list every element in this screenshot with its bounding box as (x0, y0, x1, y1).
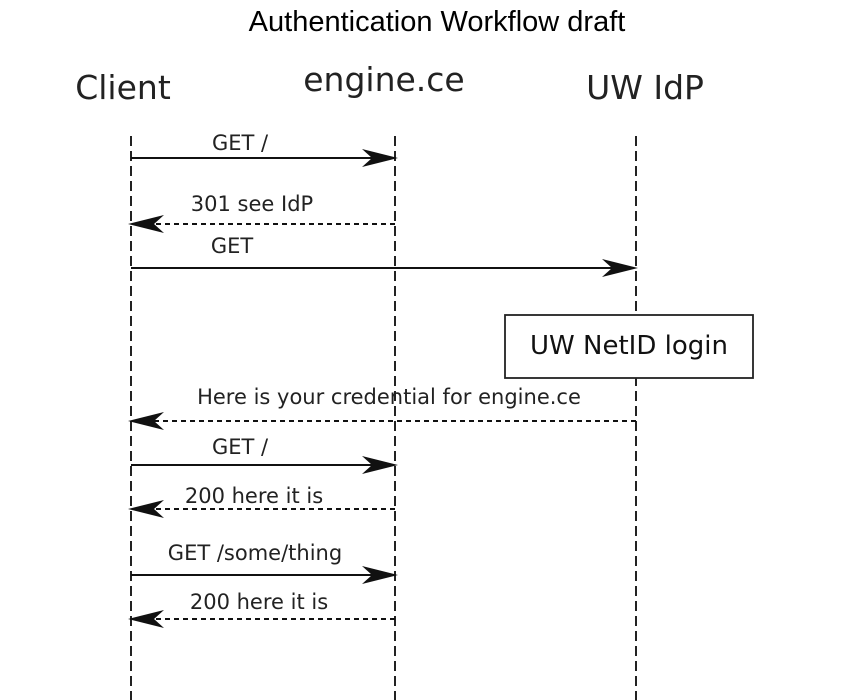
note-text: UW NetID login (530, 331, 728, 361)
message-credential: Here is your credential for engine.ce (128, 385, 636, 430)
note-uw-netid-login: UW NetID login (504, 314, 754, 379)
diagram-title: Authentication Workflow draft (249, 6, 626, 38)
message-get-root: GET / (131, 131, 398, 167)
message-get-root-again: GET / (131, 435, 398, 474)
participant-client: Client (75, 68, 171, 107)
arrowhead-right (362, 566, 398, 584)
message-200-first: 200 here it is (128, 484, 395, 518)
arrowhead-left (128, 610, 164, 628)
arrowhead-left (128, 500, 164, 518)
message-label: Here is your credential for engine.ce (197, 385, 581, 409)
participant-idp: UW IdP (586, 68, 704, 107)
message-label: GET / (212, 435, 269, 459)
message-label: GET (211, 234, 254, 258)
participant-engine: engine.ce (303, 60, 465, 99)
message-200-second: 200 here it is (128, 590, 395, 628)
note-box (504, 314, 754, 379)
arrowhead-right (362, 456, 398, 474)
message-label: 200 here it is (190, 590, 328, 614)
message-label: GET /some/thing (168, 541, 342, 565)
arrowhead-left (128, 215, 164, 233)
message-label: 200 here it is (185, 484, 323, 508)
arrowhead-right (362, 149, 398, 167)
message-get-some-thing: GET /some/thing (131, 541, 398, 584)
message-label: 301 see IdP (191, 192, 313, 216)
message-301-see-idp: 301 see IdP (128, 192, 395, 233)
arrowhead-left (128, 412, 164, 430)
message-get-idp: GET (131, 234, 638, 277)
arrowhead-right (602, 259, 638, 277)
message-label: GET / (212, 131, 269, 155)
